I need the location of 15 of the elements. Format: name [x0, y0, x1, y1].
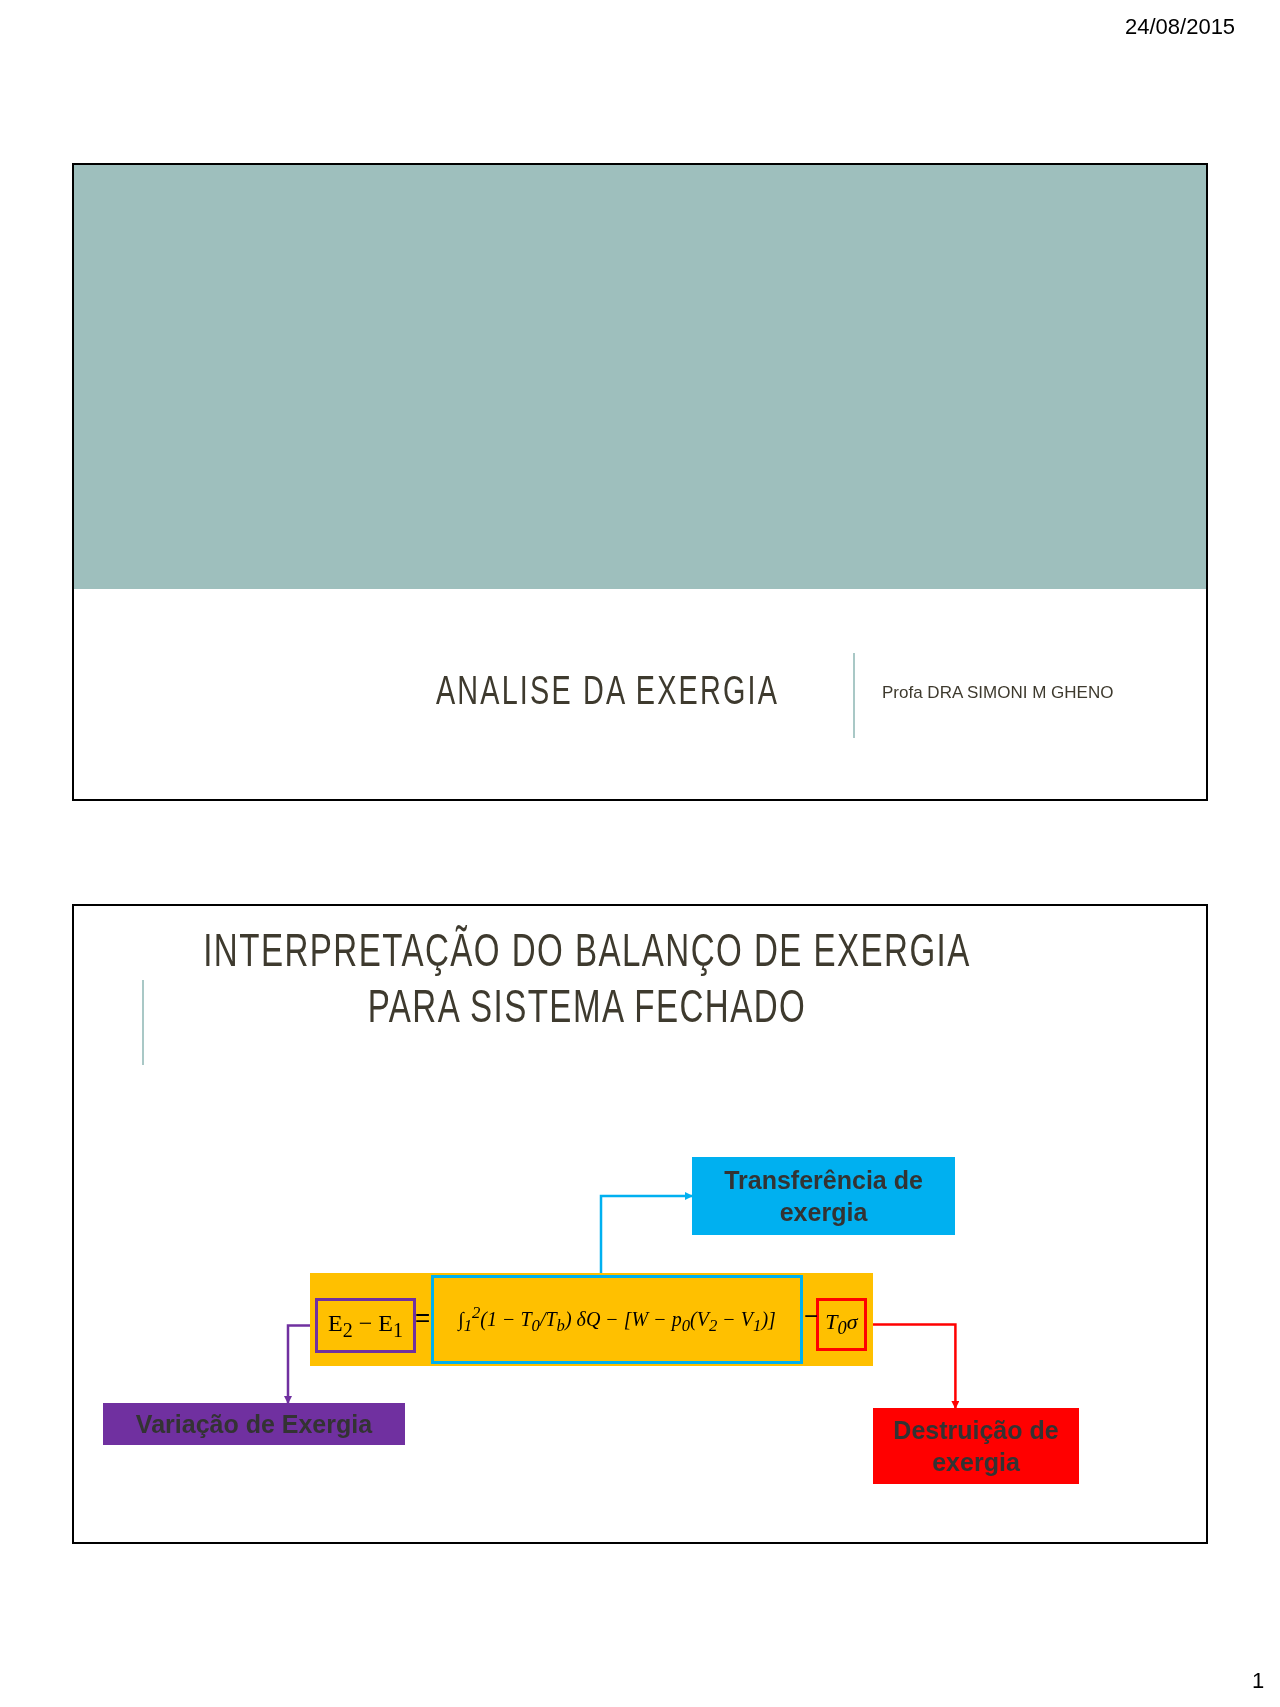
label-box: Transferência de exergia — [692, 1157, 955, 1235]
equation-band — [310, 1273, 873, 1366]
page-number: 1 — [1252, 1668, 1265, 1694]
date: 24/08/2015 — [1125, 14, 1236, 40]
presentation-title: ANALISE DA EXERGIA — [436, 668, 779, 713]
label-box: Variação de Exergia — [103, 1403, 405, 1445]
minus-sign: − — [804, 1302, 818, 1330]
arrow — [599, 1192, 693, 1275]
slide-title: INTERPRETAÇÃO DO BALANÇO DE EXERGIA PARA SISTEMA FECHADO — [202, 923, 972, 1034]
exergy-destruction-term: T$_{0}$σ — [816, 1298, 867, 1351]
exergy-transfer-term: ∫$_{1}$$^{2}$(1 − T$_{0}$/T$_{b}$) δQ − [W − p$_{0}$(V$_{2}$ − V$_{1}$)] — [431, 1275, 803, 1364]
author-name: Profa DRA SIMONI M GHENO — [882, 683, 1114, 703]
exergy-change-term: E$_{2}$ − E$_{1}$ — [315, 1298, 416, 1353]
label-box: Destruição de exergia — [873, 1408, 1079, 1484]
equals-sign: = — [415, 1302, 431, 1333]
